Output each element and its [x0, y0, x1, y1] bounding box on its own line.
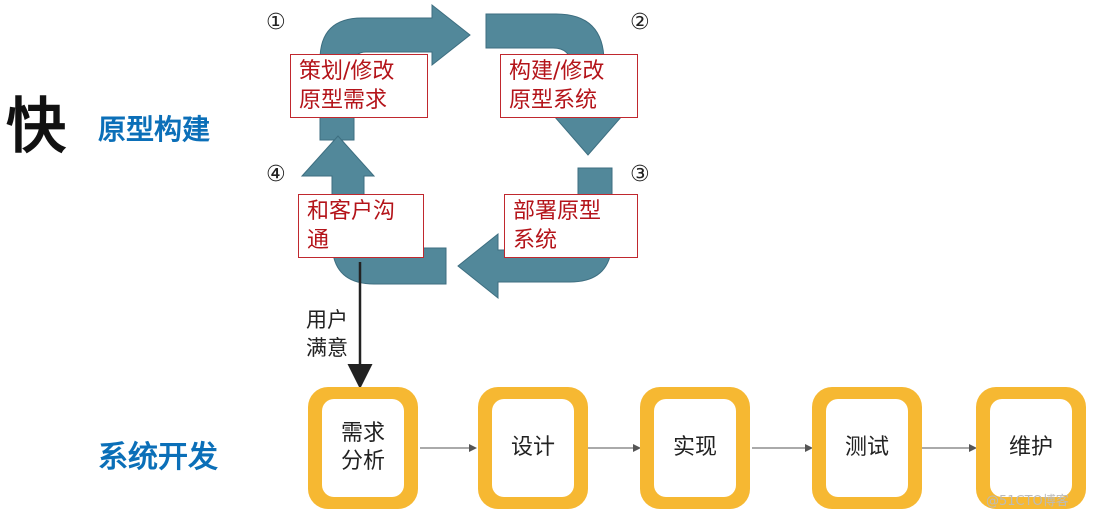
- step-number-4: ④: [266, 162, 286, 187]
- step4-label-line1: 和客户沟: [307, 199, 396, 224]
- step3-label-line1: 部署原型: [513, 199, 602, 224]
- step2-label-line1: 构建/修改: [509, 59, 605, 84]
- step1-box: 策划/修改 原型需求: [290, 54, 428, 118]
- step4-label-line2: 通: [307, 228, 330, 253]
- stage-implementation-inner: 实现: [654, 399, 736, 497]
- stage-design: 设计: [478, 387, 588, 509]
- stage-maintenance-label: 维护: [1008, 435, 1053, 460]
- watermark-text: @51CTO博客: [986, 494, 1069, 509]
- user-satisfied-label: 用户 满意: [306, 306, 348, 362]
- stage-requirements-inner: 需求 分析: [322, 399, 404, 497]
- user-satisfied-line1: 用户: [306, 308, 348, 332]
- step3-box: 部署原型 系统: [504, 194, 638, 258]
- step-number-3: ③: [630, 162, 650, 187]
- step-number-1: ①: [266, 10, 286, 35]
- cycle-arrow-2: [485, 13, 624, 156]
- stage-testing-label: 测试: [844, 435, 889, 460]
- stage-implementation: 实现: [640, 387, 750, 509]
- stage-testing-inner: 测试: [826, 399, 908, 497]
- stage-requirements-line1: 需求: [340, 421, 385, 446]
- step2-label-line2: 原型系统: [509, 88, 598, 113]
- step4-box: 和客户沟 通: [298, 194, 424, 258]
- stage-design-label: 设计: [510, 435, 555, 460]
- stage-testing: 测试: [812, 387, 922, 509]
- title-system-dev: 系统开发: [98, 440, 218, 475]
- user-satisfied-line2: 满意: [306, 336, 348, 360]
- stage-design-inner: 设计: [492, 399, 574, 497]
- stage-requirements-line2: 分析: [340, 449, 385, 474]
- step1-label-line1: 策划/修改: [299, 59, 395, 84]
- title-kuai: 快: [6, 92, 66, 162]
- step3-label-line2: 系统: [513, 228, 558, 253]
- step1-label-line2: 原型需求: [299, 88, 388, 113]
- stage-maintenance: 维护: [976, 387, 1086, 509]
- title-prototyping: 原型构建: [98, 113, 211, 146]
- stage-implementation-label: 实现: [672, 435, 717, 460]
- stage-requirements: 需求 分析: [308, 387, 418, 509]
- step-number-2: ②: [630, 10, 650, 35]
- step2-box: 构建/修改 原型系统: [500, 54, 638, 118]
- stage-maintenance-inner: 维护: [990, 399, 1072, 497]
